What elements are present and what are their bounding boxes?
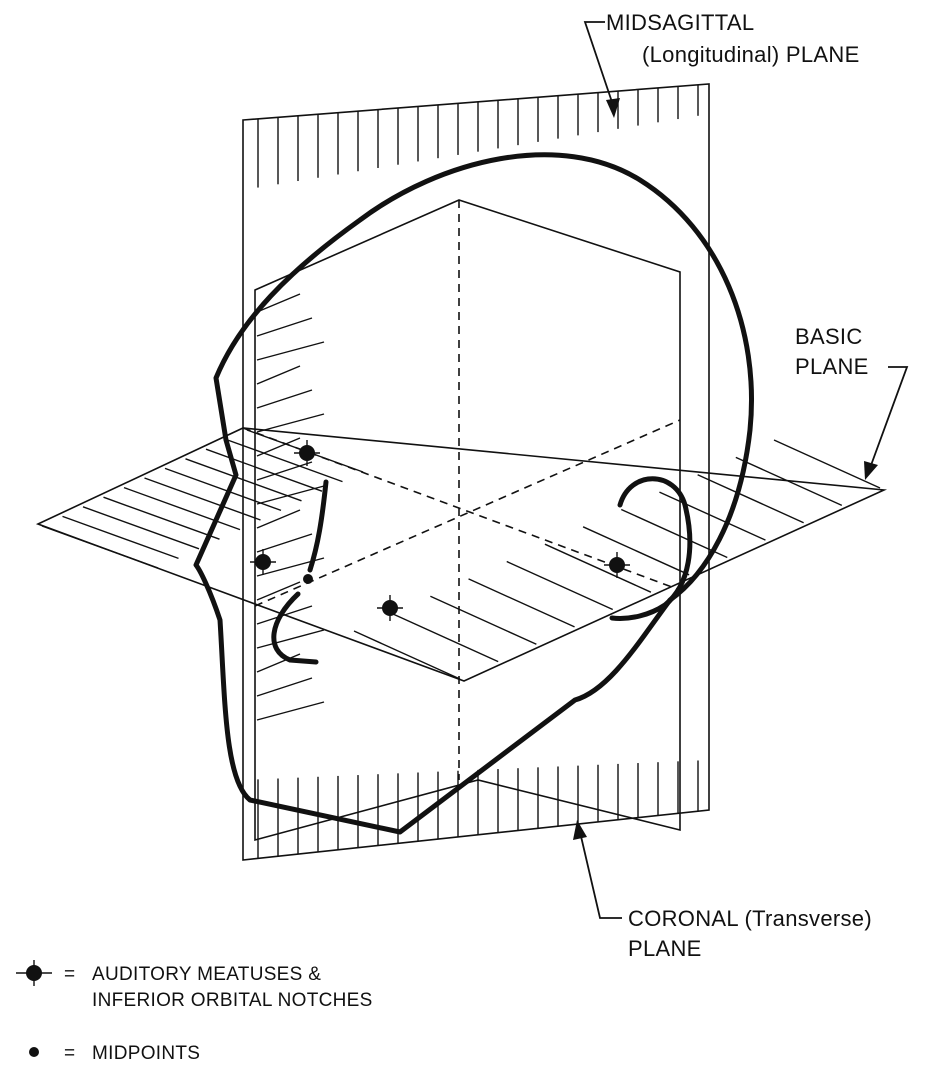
hatch-line <box>103 496 220 540</box>
basic-label-line2: PLANE <box>795 354 869 379</box>
basic-plane-hatching <box>41 429 881 680</box>
midsagittal-label-line1: MIDSAGITTAL <box>606 10 754 35</box>
basic-leader <box>869 366 909 469</box>
hatch-line <box>82 506 200 550</box>
coronal-label-line2: PLANE <box>628 936 702 961</box>
hatch-line <box>256 485 325 505</box>
coronal-arrowhead <box>573 820 587 840</box>
hatch-line <box>256 365 301 385</box>
legend-dot-item: = MIDPOINTS <box>29 1043 200 1064</box>
plane-intersections <box>242 200 681 780</box>
hatch-line <box>256 389 313 409</box>
hatch-line <box>256 293 301 313</box>
hatch-line <box>256 581 301 601</box>
legend-cross-equals: = <box>64 964 75 985</box>
longitudinal-intersection-line <box>242 427 681 591</box>
hatch-line <box>256 629 325 649</box>
hatch-line <box>256 701 325 721</box>
orbital-notch-marker-left <box>250 549 276 575</box>
basic-arrowhead <box>864 461 878 480</box>
midsagittal-plane <box>242 83 710 861</box>
legend-cross-line2: INFERIOR ORBITAL NOTCHES <box>92 990 373 1011</box>
hatch-line <box>205 448 323 492</box>
hatch-line <box>256 341 325 361</box>
hatch-line <box>659 491 766 541</box>
hatch-line <box>256 533 313 553</box>
hatch-line <box>226 438 343 483</box>
coronal-leader <box>579 831 622 919</box>
midsagittal-label-line2: (Longitudinal) PLANE <box>642 42 860 67</box>
midpoint-dot <box>303 574 313 584</box>
coronal-label-line1: CORONAL (Transverse) <box>628 906 872 931</box>
hatch-line <box>123 486 241 531</box>
hatch-line <box>353 630 461 680</box>
hatch-line <box>506 560 614 611</box>
coronal-plane-hatching <box>256 293 325 721</box>
legend: = AUDITORY MEATUSES & INFERIOR ORBITAL N… <box>16 960 373 1064</box>
hatch-line <box>256 413 325 433</box>
hatch-line <box>773 439 881 489</box>
legend-dot-line1: MIDPOINTS <box>92 1043 200 1064</box>
basic-plane <box>35 427 888 682</box>
hatch-line <box>430 595 537 645</box>
auditory-meatus-marker-ear <box>604 552 630 578</box>
hatch-line <box>256 317 313 337</box>
hatch-line <box>256 461 313 481</box>
hatch-line <box>256 509 301 529</box>
hatch-line <box>697 474 804 524</box>
legend-cross-line1: AUDITORY MEATUSES & <box>92 964 321 985</box>
transverse-intersection-line <box>254 419 681 607</box>
midsagittal-leader <box>583 21 615 109</box>
basic-label-line1: BASIC <box>795 324 863 349</box>
hatch-line <box>582 526 690 576</box>
midsagittal-plane-outline <box>242 83 710 861</box>
hatch-line <box>256 677 313 697</box>
legend-cross-marker-icon <box>16 960 52 986</box>
auditory-meatus-marker-lower <box>377 595 403 621</box>
hatch-line <box>391 612 499 663</box>
basic-plane-outline <box>35 427 888 682</box>
eye-line <box>307 479 329 573</box>
hatch-line <box>256 653 301 673</box>
midsagittal-arrowhead <box>606 98 620 118</box>
legend-cross-item: = AUDITORY MEATUSES & INFERIOR ORBITAL N… <box>16 960 373 1011</box>
hatch-line <box>144 477 261 521</box>
leader-arrows <box>573 21 909 919</box>
cross-markers <box>250 440 630 621</box>
legend-dot-equals: = <box>64 1043 75 1064</box>
hatch-line <box>41 525 159 569</box>
head-profile <box>193 152 754 835</box>
legend-dot-marker-icon <box>29 1047 39 1057</box>
hatch-line <box>544 543 652 593</box>
hatch-line <box>735 456 843 507</box>
hatch-line <box>256 605 313 625</box>
head-outline <box>193 152 754 835</box>
hatch-line <box>62 515 179 560</box>
orbital-notch-marker-upper <box>294 440 320 466</box>
midsagittal-plane-hatching <box>257 84 699 859</box>
hatch-line <box>468 578 575 628</box>
ear <box>609 476 693 621</box>
hatch-line <box>256 437 301 457</box>
nose-mouth <box>271 591 319 665</box>
